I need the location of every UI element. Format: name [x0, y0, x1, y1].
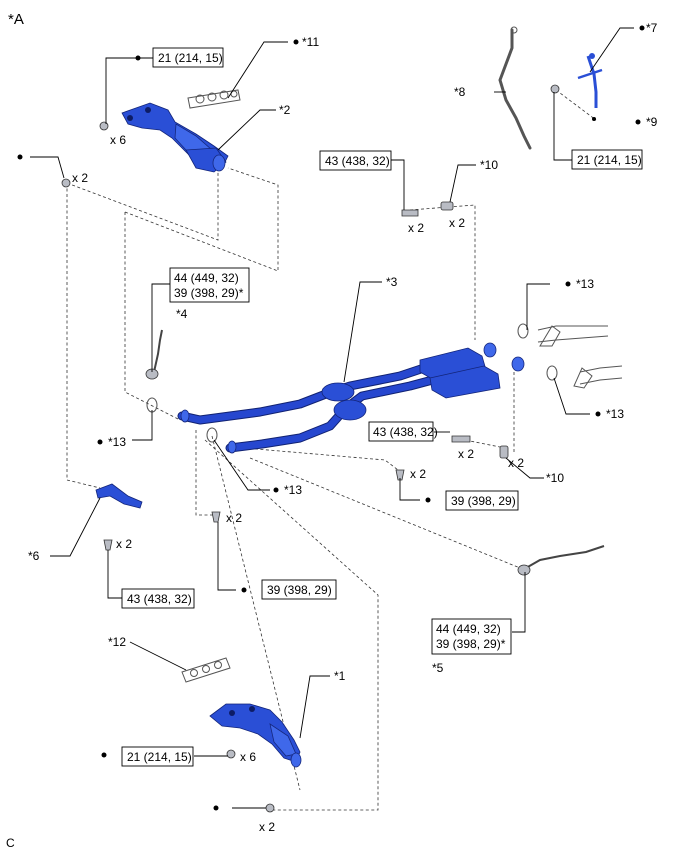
torque-bottom-manifold: 21 (214, 15): [127, 750, 192, 764]
torque-upper-bolt: 43 (438, 32): [325, 154, 390, 168]
exhaust-manifold-gasket-lower: [181, 657, 231, 683]
qty-upper-bolts: x 2: [408, 221, 424, 235]
label-part-10-upper: *10: [480, 158, 498, 172]
label-part-5: *5: [432, 661, 444, 675]
label-part-13-middle: *13: [284, 483, 302, 497]
label-part-9: *9: [646, 115, 658, 129]
torque-mid-nut: 39 (398, 29): [451, 494, 516, 508]
qty-left-nuts: x 2: [72, 171, 88, 185]
label-part-12: *12: [108, 635, 126, 649]
fasteners: [61, 84, 560, 813]
torque-bracket-bolt: 43 (438, 32): [127, 592, 192, 606]
gaskets-13: [146, 323, 558, 443]
qty-lower-manifold-nuts: x 6: [240, 750, 256, 764]
label-part-4: *4: [176, 307, 188, 321]
torque-sensor5-line1: 44 (449, 32): [436, 622, 501, 636]
qty-lower-bolts: x 2: [226, 511, 242, 525]
exhaust-manifold-lower: [209, 703, 302, 768]
air-fuel-ratio-sensor-4: [145, 329, 163, 380]
qty-middle-studs: x 2: [508, 456, 524, 470]
quantity-labels: x 6 x 2 x 2 x 2 x 2 x 2 x 2 x 2 x 2 x 6 …: [72, 133, 524, 834]
corner-code: C: [6, 836, 15, 850]
label-part-13-lower-right: *13: [606, 407, 624, 421]
exhaust-manifold-gasket-upper: [187, 89, 241, 109]
view-label: *A: [8, 11, 24, 28]
label-part-8: *8: [454, 85, 466, 99]
torque-top-manifold: 21 (214, 15): [158, 51, 223, 65]
label-part-13-left: *13: [108, 435, 126, 449]
exhaust-manifold-upper: [121, 102, 229, 173]
label-part-13-upper-right: *13: [576, 277, 594, 291]
qty-upper-studs: x 2: [449, 216, 465, 230]
oil-level-gauge-guide: [577, 53, 603, 108]
rear-pipe-stubs: [537, 325, 623, 389]
qty-middle-bolts: x 2: [458, 447, 474, 461]
torque-gauge-guide: 21 (214, 15): [577, 153, 642, 167]
torque-mid-bolt: 43 (438, 32): [373, 425, 438, 439]
label-part-11: *11: [302, 35, 319, 49]
oil-level-gauge: [498, 26, 532, 150]
leader-lines: [30, 27, 634, 809]
heated-oxygen-sensor-5: [517, 545, 605, 576]
qty-bracket-bolts: x 2: [116, 537, 132, 551]
label-part-3: *3: [386, 275, 398, 289]
bullet-dots: [17, 25, 645, 811]
torque-sensor5-line2: 39 (398, 29)*: [436, 637, 506, 651]
label-part-10-lower: *10: [546, 471, 564, 485]
qty-upper-manifold-nuts: x 6: [110, 133, 126, 147]
torque-spec-boxes: 21 (214, 15) 21 (214, 15) 43 (438, 32) 4…: [121, 47, 643, 767]
qty-middle-nuts: x 2: [410, 467, 426, 481]
alignment-lines: [66, 89, 597, 811]
front-exhaust-pipe: [177, 342, 525, 454]
torque-sensor4-line1: 44 (449, 32): [174, 271, 239, 285]
torque-lower-bolt: 39 (398, 29): [267, 583, 332, 597]
label-part-7: *7: [646, 21, 658, 35]
part-labels: *A C *11 *2 *8 *7 *9 *10 *3 *4 *13 *13 *…: [6, 11, 658, 850]
torque-sensor4-line2: 39 (398, 29)*: [174, 286, 244, 300]
label-part-1: *1: [334, 669, 346, 683]
exhaust-pipe-bracket: [95, 483, 143, 509]
label-part-2: *2: [279, 103, 291, 117]
qty-bottom-nuts: x 2: [259, 820, 275, 834]
label-part-6: *6: [28, 549, 40, 563]
